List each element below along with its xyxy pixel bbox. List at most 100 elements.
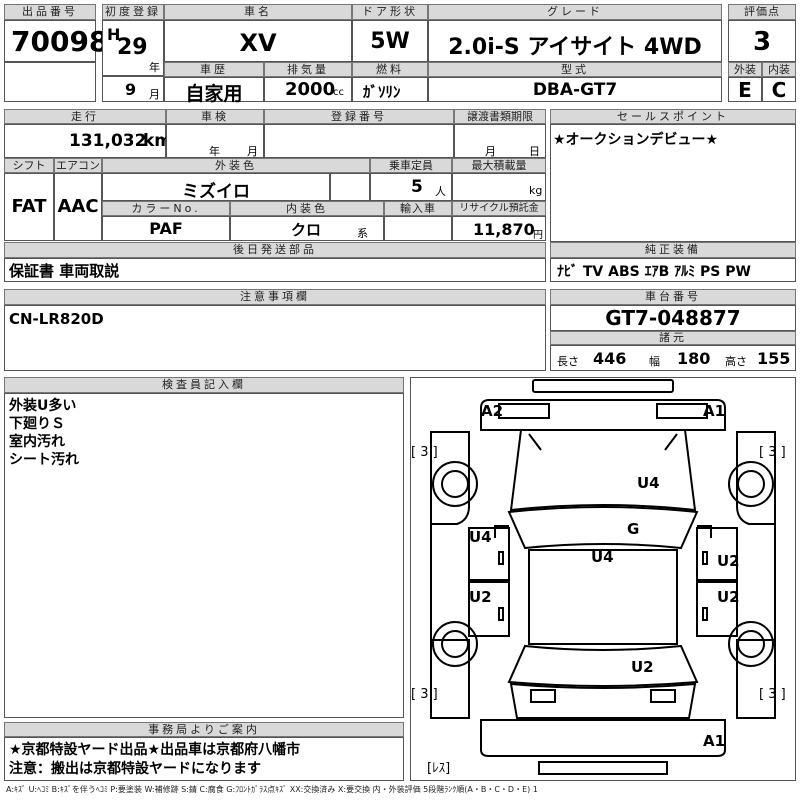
color-no-box: PAF [102,216,230,241]
model-label: 型式 [428,62,722,77]
capacity-label: 乗車定員 [370,158,452,173]
equip-label: 純正装備 [550,242,796,258]
lot-number: 70098 [11,25,109,58]
shift-value: FAT [11,196,47,217]
sales-box: ★オークションデビュー★ [550,124,796,242]
lot-blank [4,62,96,102]
ac-value: AAC [57,196,99,217]
legend: A:ｷｽﾞ U:ﾍｺﾐ B:ｷｽﾞを伴うﾍｺﾐ P:要塗装 W:補修跡 S:錆 … [6,785,538,794]
grade-value: 2.0i-S アイサイト 4WD [448,35,702,60]
color-box: ミズイロ [102,173,330,202]
side-label-les: [ﾚｽ] [427,761,450,776]
rear-light-right [650,689,676,703]
interior-unit: 系 [357,227,368,240]
rear-under-shape [538,761,668,775]
deadline-label: 譲渡書類期限 [454,109,546,124]
right-rear-door [696,581,738,637]
era: H [107,25,121,44]
left-rear-fender [430,639,470,719]
displacement-label: 排気量 [264,62,352,77]
score-label: 評価点 [728,4,796,20]
right-rear-fender [736,639,776,719]
first-reg-box: H 29 年 [102,20,164,76]
mark-u2-right-rear: U2 [717,588,740,606]
mark-u2-left-rear: U2 [469,588,492,606]
dl-day-unit: 日 [529,145,540,158]
mileage-label: 走行 [4,109,166,124]
car-name-box: XV [164,20,352,62]
len-label: 長さ [557,355,579,368]
roof-shape [528,549,678,645]
notes-label: 注意事項欄 [4,289,546,305]
car-name-label: 車名 [164,4,352,20]
color-side-box [330,173,370,201]
front-grille-shape [480,399,726,431]
recycle-box: 11,870 円 [452,216,546,241]
insp-month-unit: 月 [247,145,258,158]
car-diagram: A2 A1 U4 G U4 U4 U2 U2 U2 U2 A1 [ 3 ] [ … [410,377,796,781]
fuel-value: ｶﾞｿﾘﾝ [363,83,401,101]
load-box: kg [452,173,546,201]
load-unit: kg [529,184,543,197]
inspector-line: シート汚れ [9,452,79,468]
right-front-fender [736,431,776,525]
wheel-fl [432,461,478,507]
color-label: 外装色 [102,158,370,173]
load-label: 最大積載量 [452,158,546,173]
mark-u4-hood: U4 [637,474,660,492]
history-label: 車歴 [164,62,264,77]
reg-number-box [264,124,454,158]
headlight-left-shape [498,403,550,419]
grade-label: グレード [428,4,722,20]
hei-label: 高さ [725,355,747,368]
left-rear-door [468,581,510,637]
mark-u2-trunk: U2 [631,658,654,676]
shift-box: FAT [4,173,54,241]
dl-month-unit: 月 [485,145,496,158]
windshield-shape [507,506,699,550]
wid-label: 幅 [649,355,660,368]
year-unit: 年 [149,61,160,74]
lot-box: 70098 [4,20,108,62]
reg-month-box: 9 月 [102,76,164,102]
inspector-line: 室内汚れ [9,434,65,450]
equip-box: ﾅﾋﾞ TV ABS ｴｱB ｱﾙﾐ PS PW [550,258,796,282]
dims-label: 諸元 [550,331,796,345]
wheel-fr [728,461,774,507]
mirror-left [494,525,509,538]
int-label: 内装 [762,62,796,77]
hei-value: 155 [757,349,791,368]
ac-label: エアコン [54,158,102,173]
interior-label: 内装色 [230,201,384,216]
front-bumper-shape [532,379,674,393]
door-label: ドア形状 [352,4,428,20]
mark-u2-right-front: U2 [717,552,740,570]
side-label-fr: [ 3 ] [759,445,786,460]
notes-box: CN-LR820D [4,305,546,371]
inspector-line: 外装U多い [9,398,77,414]
later-box: 保証書 車両取説 [4,258,546,282]
history-value: 自家用 [185,83,243,105]
left-front-fender [430,431,470,525]
capacity-unit: 人 [435,185,446,198]
reg-year: 29 [117,35,148,60]
side-label-rr: [ 3 ] [759,687,786,702]
chassis-value: GT7-048877 [605,306,741,330]
inspector-line: 下廻りＳ [9,416,65,432]
inspector-label: 検査員記入欄 [4,377,404,393]
inspector-box: 外装U多い 下廻りＳ 室内汚れ シート汚れ [4,393,404,718]
import-box [384,216,452,241]
score-box: 3 [728,20,796,62]
handle-rf [702,551,708,565]
deadline-box: 月 日 [454,124,546,158]
inspection-box: 年 月 [166,124,264,158]
interior-value: クロ [291,221,322,239]
chassis-box: GT7-048877 [550,305,796,331]
reg-number-label: 登録番号 [264,109,454,124]
lot-label: 出品番号 [4,4,96,20]
wheel-rr [728,621,774,667]
capacity-box: 5 人 [370,173,452,201]
displacement-box: 2000 cc [264,77,352,102]
mileage-unit: km [143,131,173,151]
equip-value: ﾅﾋﾞ TV ABS ｴｱB ｱﾙﾐ PS PW [557,264,751,280]
